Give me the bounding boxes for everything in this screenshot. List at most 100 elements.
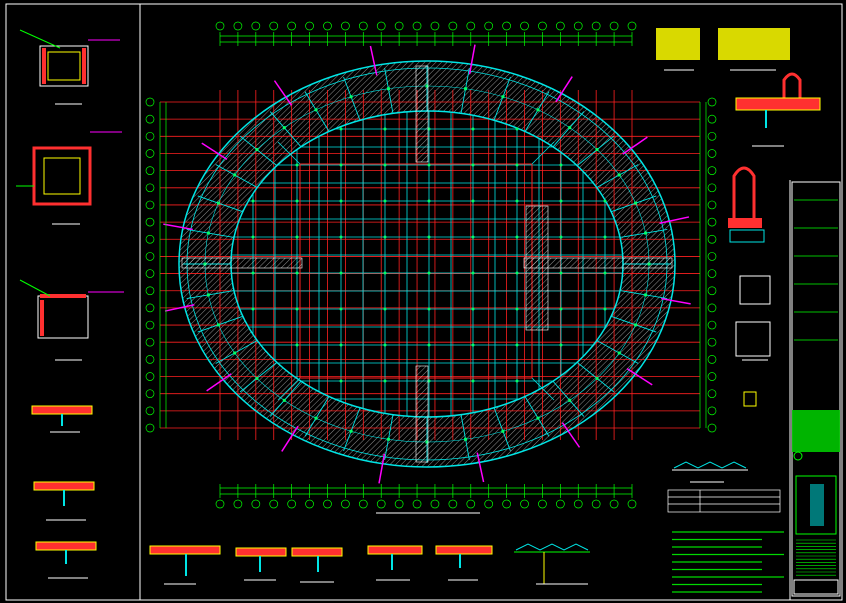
axis-bubble-col-16	[484, 499, 494, 509]
core-column	[427, 235, 431, 239]
axis-bubble-row-V	[145, 97, 155, 107]
axis-bubbles	[145, 21, 717, 509]
core-column	[295, 307, 299, 311]
radial-beam	[493, 76, 511, 121]
section-cut-marker	[476, 452, 485, 483]
radial-beam	[611, 195, 657, 213]
ring-column	[464, 437, 468, 441]
corner-diagonals	[277, 141, 555, 401]
ring-column	[386, 87, 390, 91]
axis-bubble-col-7	[323, 21, 332, 31]
core-column	[559, 199, 563, 203]
axis-bubble-col-23	[609, 499, 619, 509]
core-column	[295, 343, 299, 347]
axis-bubble-row-M	[707, 234, 717, 244]
ring-column	[255, 148, 259, 152]
truss-elevation-detail	[672, 461, 748, 483]
ring-column	[595, 376, 599, 380]
axis-bubble-col-8	[341, 21, 350, 31]
ring-column	[233, 173, 237, 177]
core-column	[383, 163, 387, 167]
axis-bubble-col-1	[215, 499, 225, 509]
axis-bubble-col-7	[323, 499, 332, 509]
axis-bubble-col-2	[233, 21, 243, 31]
ring-column	[644, 293, 648, 297]
section-cut-marker	[468, 44, 476, 75]
title-block	[791, 181, 841, 597]
ring-column	[644, 231, 648, 235]
axis-bubble-col-20	[555, 21, 565, 31]
radial-beam	[304, 91, 330, 132]
core-column	[603, 199, 607, 203]
ring-column	[568, 398, 572, 402]
ring-column	[536, 416, 540, 420]
core-column	[559, 307, 563, 311]
left-detail-column	[16, 29, 124, 579]
ring-column	[216, 201, 220, 205]
slab-joint-detail-2	[33, 481, 95, 521]
axis-bubble-col-23	[609, 21, 619, 31]
axis-bubble-row-U	[145, 114, 155, 124]
right-detail-area	[656, 28, 821, 593]
axis-bubble-row-F	[145, 337, 155, 347]
core-column	[383, 127, 387, 131]
core-column	[339, 343, 343, 347]
radial-beam	[552, 380, 585, 417]
axis-bubble-row-R	[145, 166, 155, 175]
core-column	[471, 235, 475, 239]
core-column	[515, 307, 519, 311]
core-column	[471, 163, 475, 167]
parapet-detail	[735, 72, 821, 147]
axis-bubble-col-16	[484, 21, 494, 31]
core-column	[383, 379, 387, 383]
axis-bubble-row-Q	[707, 183, 717, 193]
axis-bubble-col-24	[627, 21, 637, 31]
section-cut-marker	[561, 422, 581, 448]
axis-bubble-col-12	[412, 499, 422, 509]
small-details	[735, 275, 771, 407]
core-column	[471, 127, 475, 131]
axis-bubble-col-18	[520, 21, 529, 31]
axis-bubble-row-S	[145, 149, 155, 158]
radial-beam	[215, 340, 258, 364]
core-column	[383, 199, 387, 203]
bottom-detail-4	[367, 545, 423, 581]
core-column	[515, 127, 519, 131]
radial-beam	[460, 414, 470, 461]
core-column	[603, 235, 607, 239]
core-columns	[251, 127, 607, 383]
section-cut-marker	[622, 136, 648, 155]
axis-bubble-col-4	[269, 21, 279, 31]
core-column	[339, 163, 343, 167]
corner-diagonal	[531, 141, 555, 165]
section-cut-marker	[163, 223, 193, 231]
radial-beam	[269, 380, 302, 417]
core-column	[515, 271, 519, 275]
axis-bubble-col-15	[466, 499, 476, 509]
column-section-detail-3	[19, 279, 124, 361]
core-column	[295, 163, 299, 167]
axis-bubble-row-U	[707, 114, 717, 124]
core-column	[251, 271, 255, 275]
gutter-detail	[728, 166, 765, 243]
notes-table	[667, 489, 781, 513]
section-cut-marker	[659, 216, 690, 224]
bottom-detail-2	[235, 547, 287, 581]
ring-column	[206, 231, 210, 235]
axis-bubble-row-C	[145, 389, 155, 399]
slab-joint-detail-3	[35, 541, 97, 579]
section-cut-marker	[206, 373, 232, 392]
bottom-detail-1	[149, 545, 221, 585]
core-column	[559, 163, 563, 167]
core-column	[251, 199, 255, 203]
axis-bubble-row-J	[707, 286, 717, 296]
radial-beam	[596, 340, 639, 364]
core-column	[339, 127, 343, 131]
section-cut-marker	[281, 425, 299, 452]
axis-bubble-row-L	[145, 252, 155, 261]
section-cut-marker	[273, 80, 293, 106]
core-column	[515, 199, 519, 203]
radial-beam	[619, 229, 668, 238]
axis-bubble-col-13	[430, 499, 440, 509]
bridge-slabs	[181, 65, 673, 463]
